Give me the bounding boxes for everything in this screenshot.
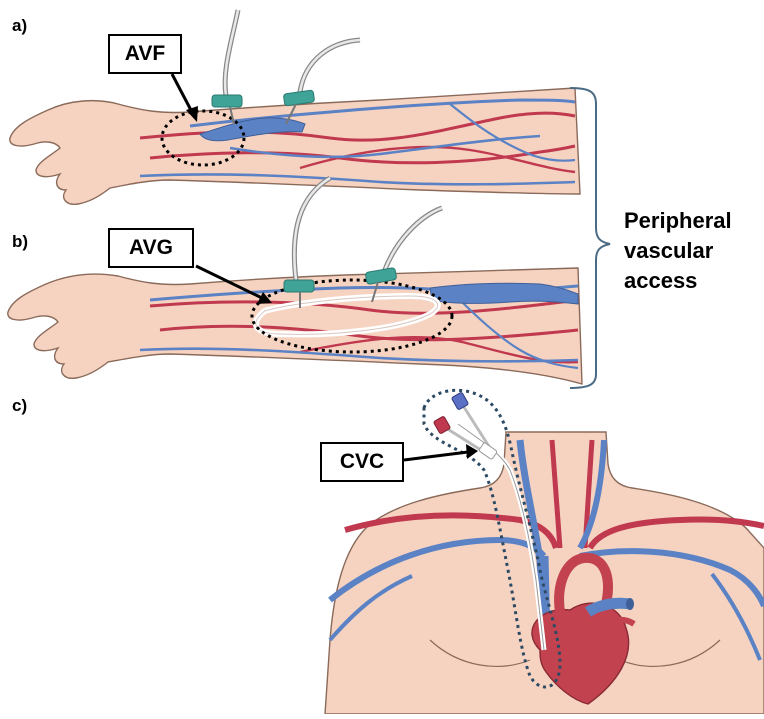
avf-callout-arrow (172, 74, 193, 114)
avg-callout-box: AVG (108, 228, 194, 268)
panel-label-a: a) (12, 16, 27, 36)
arm-avf (10, 10, 580, 204)
panel-label-b: b) (12, 232, 28, 252)
panel-label-c: c) (12, 396, 27, 416)
cvc-red-port (433, 416, 450, 434)
avf-callout-box: AVF (108, 34, 182, 74)
avf-needle-tube-2-inner (300, 40, 360, 92)
cvc-callout-arrow (404, 452, 468, 460)
bracket-label-line-1: Peripheral (624, 206, 732, 236)
avg-needle-hub-1 (284, 280, 314, 292)
bracket-label-line-3: access (624, 266, 732, 296)
cvc-blue-port (451, 392, 468, 410)
cvc-callout-box: CVC (320, 442, 404, 482)
avg-needle-tube-1-inner (294, 178, 330, 280)
heart-pulmonary-opening (626, 598, 634, 610)
avg-needle-tube-2-inner (384, 208, 442, 272)
torso-cvc (325, 390, 764, 714)
avg-needle-tube-2 (384, 208, 442, 272)
peripheral-vascular-access-label: Peripheral vascular access (624, 206, 732, 296)
cvc-hub (479, 442, 498, 459)
avf-needle-hub-1 (212, 95, 242, 107)
arm-avg (8, 178, 582, 384)
bracket-label-line-2: vascular (624, 236, 732, 266)
